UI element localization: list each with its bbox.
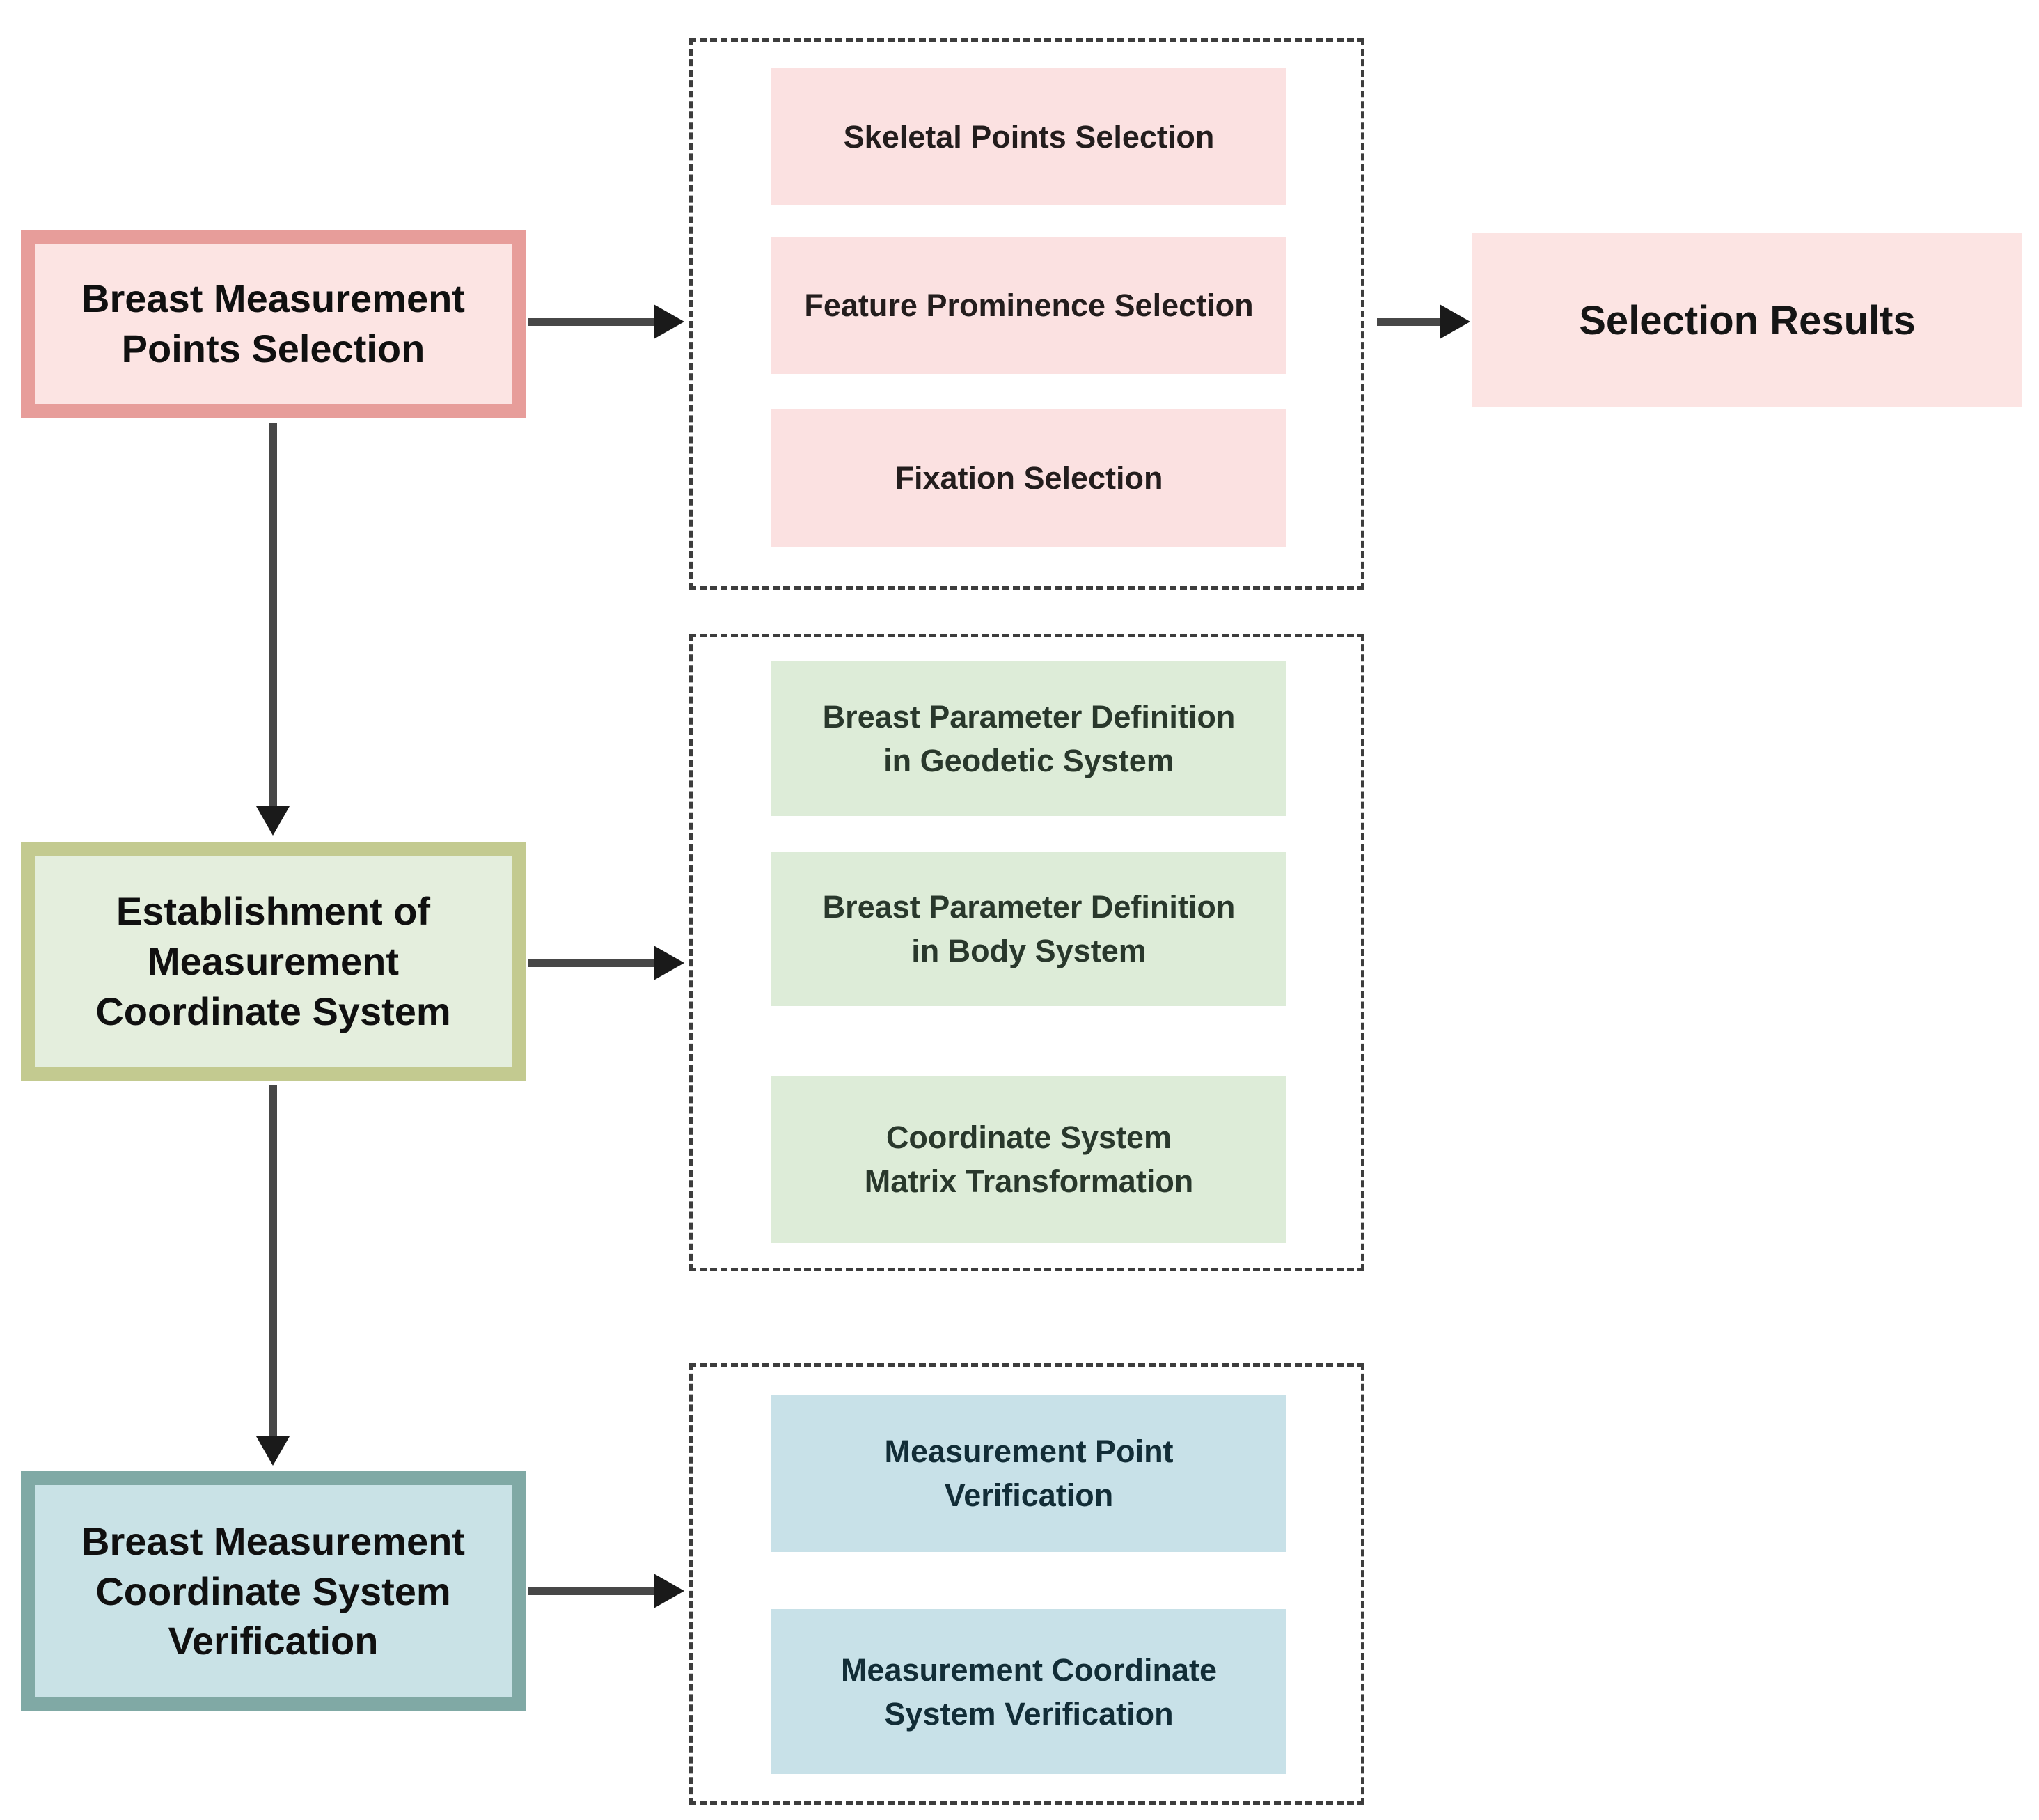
stage-label-coordinate-system: Establishment of Measurement Coordinate … [95,889,451,1033]
stage-label-points-selection: Breast Measurement Points Selection [81,276,465,370]
arrow-shaft [528,1587,654,1595]
arrow-right-group1-to-result [1377,304,1470,340]
item-feature-prominence-selection: Feature Prominence Selection [771,237,1286,374]
stage-box-establishment-of-measurement-coordinate-system: Establishment of Measurement Coordinate … [21,842,526,1081]
arrow-head-icon [1440,304,1470,339]
arrow-shaft [269,1085,277,1436]
stage-label-verification: Breast Measurement Coordinate System Ver… [81,1519,465,1663]
arrow-shaft [1377,317,1440,326]
item-breast-parameter-definition-body: Breast Parameter Definition in Body Syst… [771,852,1286,1006]
arrow-shaft [528,317,654,326]
item-fixation-selection: Fixation Selection [771,409,1286,547]
item-label: Breast Parameter Definition in Body Syst… [822,889,1236,968]
arrow-down-stage1-to-stage2 [256,423,290,836]
item-coordinate-system-matrix-transformation: Coordinate System Matrix Transformation [771,1076,1286,1243]
item-measurement-coordinate-system-verification: Measurement Coordinate System Verificati… [771,1609,1286,1774]
stage-box-breast-measurement-points-selection: Breast Measurement Points Selection [21,230,526,418]
stage-box-breast-measurement-coordinate-system-verification: Breast Measurement Coordinate System Ver… [21,1471,526,1711]
group-coordinate-system-steps: Breast Parameter Definition in Geodetic … [689,634,1364,1271]
item-breast-parameter-definition-geodetic: Breast Parameter Definition in Geodetic … [771,661,1286,816]
item-label: Coordinate System Matrix Transformation [864,1120,1194,1199]
arrow-head-icon [256,806,290,836]
result-box-selection-results: Selection Results [1472,233,2022,407]
result-label: Selection Results [1579,297,1916,343]
group-verification-steps: Measurement Point Verification Measureme… [689,1363,1364,1805]
item-label: Measurement Point Verification [884,1434,1174,1513]
arrow-shaft [528,959,654,967]
arrow-right-stage2-to-group2 [528,945,684,981]
arrow-head-icon [256,1436,290,1466]
arrow-head-icon [654,304,684,339]
item-label: Skeletal Points Selection [843,119,1215,155]
item-label: Measurement Coordinate System Verificati… [840,1652,1218,1732]
arrow-head-icon [654,1574,684,1608]
arrow-head-icon [654,946,684,980]
item-label: Breast Parameter Definition in Geodetic … [822,699,1236,778]
group-points-selection-steps: Skeletal Points Selection Feature Promin… [689,38,1364,590]
arrow-shaft [269,423,277,806]
arrow-right-stage1-to-group1 [528,304,684,340]
item-label: Feature Prominence Selection [804,288,1254,323]
item-measurement-point-verification: Measurement Point Verification [771,1395,1286,1552]
arrow-right-stage3-to-group3 [528,1573,684,1609]
arrow-down-stage2-to-stage3 [256,1085,290,1466]
item-label: Fixation Selection [895,460,1163,496]
item-skeletal-points-selection: Skeletal Points Selection [771,68,1286,205]
